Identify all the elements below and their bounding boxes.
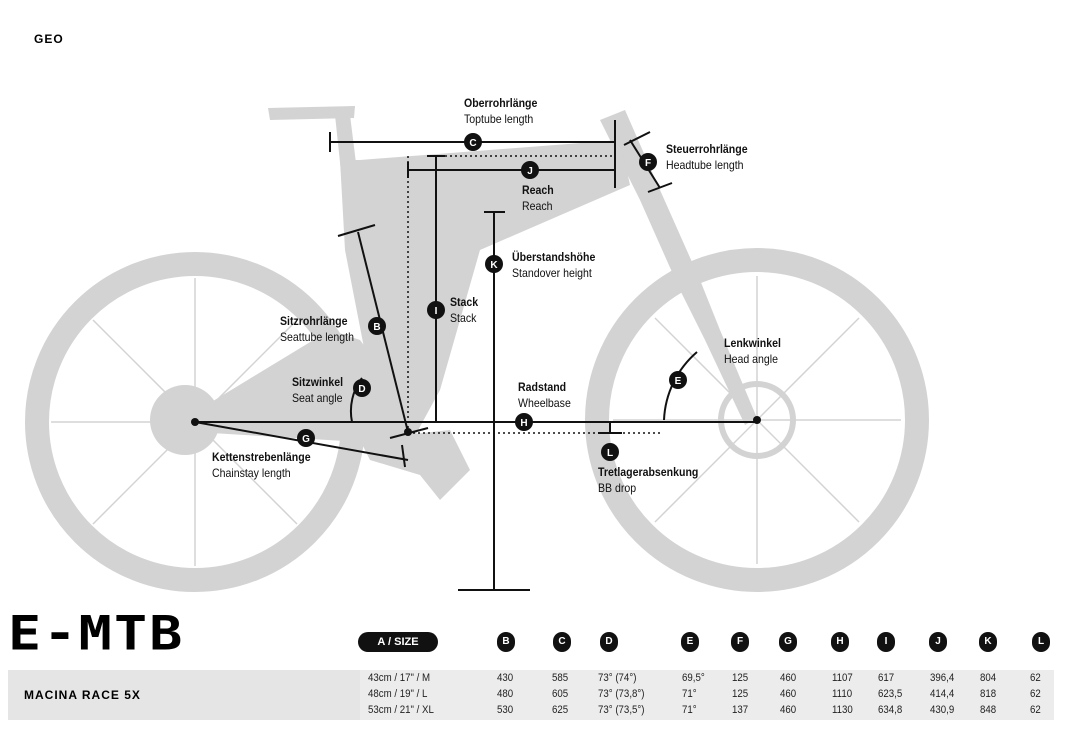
marker-d: D bbox=[353, 379, 371, 397]
marker-c: C bbox=[464, 133, 482, 151]
column-header-h: H bbox=[831, 632, 849, 652]
frame bbox=[195, 106, 757, 500]
value-cell: 62 bbox=[1030, 688, 1041, 700]
value-cell: 585 bbox=[552, 672, 569, 684]
value-cell: 1107 bbox=[832, 672, 853, 684]
dotted-guides bbox=[407, 155, 660, 434]
column-header-l: L bbox=[1032, 632, 1050, 652]
svg-text:F: F bbox=[645, 158, 651, 169]
value-cell: 396,4 bbox=[930, 672, 955, 684]
svg-text:J: J bbox=[527, 166, 533, 177]
column-header-c: C bbox=[553, 632, 571, 652]
value-cell: 617 bbox=[878, 672, 895, 684]
svg-text:C: C bbox=[469, 138, 476, 149]
column-header-b: B bbox=[497, 632, 515, 652]
value-cell: 125 bbox=[732, 688, 749, 700]
category-title: E-MTB bbox=[8, 606, 185, 662]
value-cell: 460 bbox=[780, 688, 797, 700]
column-header-g: G bbox=[779, 632, 797, 652]
value-cell: 69,5° bbox=[682, 672, 705, 684]
size-cell: 48cm / 19" / L bbox=[368, 688, 428, 700]
value-cell: 62 bbox=[1030, 672, 1041, 684]
table-values-background bbox=[360, 670, 1054, 720]
marker-badges: C J F K I B D E H G L bbox=[297, 133, 687, 461]
marker-b: B bbox=[368, 317, 386, 335]
value-cell: 625 bbox=[552, 704, 569, 716]
size-cell: 43cm / 17" / M bbox=[368, 672, 431, 684]
value-cell: 73° (74°) bbox=[598, 672, 637, 684]
bike-geometry-diagram: C J F K I B D E H G L bbox=[25, 106, 929, 592]
svg-text:L: L bbox=[607, 448, 613, 459]
column-header-j: J bbox=[929, 632, 947, 652]
value-cell: 414,4 bbox=[930, 688, 955, 700]
svg-text:G: G bbox=[302, 434, 310, 445]
marker-l: L bbox=[601, 443, 619, 461]
size-column-header: A / SIZE bbox=[358, 632, 438, 652]
value-cell: 460 bbox=[780, 672, 797, 684]
value-cell: 430,9 bbox=[930, 704, 955, 716]
value-cell: 804 bbox=[980, 672, 997, 684]
value-cell: 1110 bbox=[832, 688, 853, 700]
svg-text:I: I bbox=[435, 306, 438, 317]
value-cell: 460 bbox=[780, 704, 797, 716]
front-wheel bbox=[585, 248, 929, 592]
svg-text:B: B bbox=[373, 322, 380, 333]
value-cell: 480 bbox=[497, 688, 514, 700]
marker-h: H bbox=[515, 413, 533, 431]
section-label: GEO bbox=[34, 32, 64, 46]
marker-e: E bbox=[669, 371, 687, 389]
column-header-k: K bbox=[979, 632, 997, 652]
svg-text:D: D bbox=[358, 384, 365, 395]
value-cell: 71° bbox=[682, 704, 697, 716]
column-header-d: D bbox=[600, 632, 618, 652]
value-cell: 73° (73,5°) bbox=[598, 704, 645, 716]
marker-j: J bbox=[521, 161, 539, 179]
column-header-f: F bbox=[731, 632, 749, 652]
value-cell: 634,8 bbox=[878, 704, 903, 716]
value-cell: 137 bbox=[732, 704, 749, 716]
value-cell: 73° (73,8°) bbox=[598, 688, 645, 700]
value-cell: 62 bbox=[1030, 704, 1041, 716]
value-cell: 623,5 bbox=[878, 688, 903, 700]
svg-text:K: K bbox=[490, 260, 498, 271]
value-cell: 818 bbox=[980, 688, 997, 700]
marker-g: G bbox=[297, 429, 315, 447]
column-header-i: I bbox=[877, 632, 895, 652]
model-name: MACINA RACE 5X bbox=[24, 688, 141, 702]
value-cell: 71° bbox=[682, 688, 697, 700]
size-cell: 53cm / 21" / XL bbox=[368, 704, 434, 716]
value-cell: 848 bbox=[980, 704, 997, 716]
value-cell: 605 bbox=[552, 688, 569, 700]
marker-i: I bbox=[427, 301, 445, 319]
svg-text:E: E bbox=[675, 376, 682, 387]
column-header-e: E bbox=[681, 632, 699, 652]
marker-k: K bbox=[485, 255, 503, 273]
marker-f: F bbox=[639, 153, 657, 171]
svg-text:H: H bbox=[520, 418, 527, 429]
value-cell: 1130 bbox=[832, 704, 853, 716]
value-cell: 125 bbox=[732, 672, 749, 684]
value-cell: 430 bbox=[497, 672, 514, 684]
value-cell: 530 bbox=[497, 704, 514, 716]
